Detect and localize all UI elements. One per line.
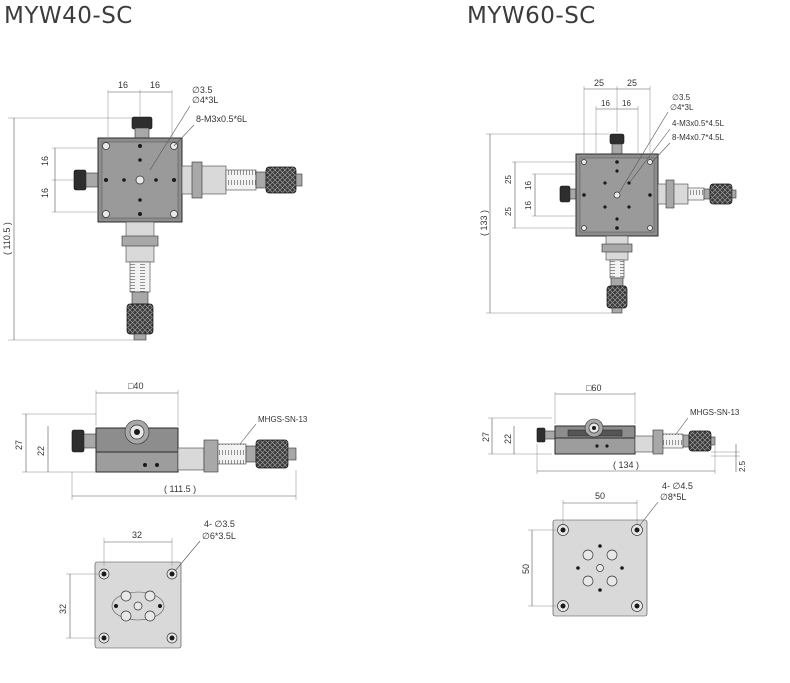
bottom-holes-1: 4- ∅3.5 [204,519,235,529]
hole-spec-2: ∅4*3L [192,95,218,105]
thread-spec: 8-M3x0.5*6L [196,114,247,124]
dim-22-r: 22 [503,434,513,444]
myw60-side-dimensions: □60 27 22 MHGS-SN-13 ( 134 ) 2.5 [481,383,747,474]
dim-height-r: ( 133 ) [479,210,489,236]
dim-27-r: 27 [481,432,491,442]
dim-16-d: 16 [622,99,631,108]
dim-25-a: 25 [594,78,604,88]
hole-spec-1-r: ∅3.5 [672,93,691,102]
dim-v25-b: 25 [504,207,513,216]
myw40-side-view [71,419,297,473]
hole-spec-2-r: ∅4*3L [670,103,694,112]
dim-length-r: ( 134 ) [613,460,639,470]
hole-spec-1: ∅3.5 [192,85,212,95]
myw60-bottom-dimensions: 50 4- ∅4.5 ∅8*5L 50 [521,481,693,607]
title-myw60: MYW60-SC [467,3,596,29]
thread-spec-2-r: 8-M4x0.7*4.5L [672,133,725,142]
bottom-holes-1-r: 4- ∅4.5 [662,481,693,491]
title-myw40: MYW40-SC [4,3,133,29]
dim-v16-b: 16 [40,188,50,198]
dim-w50: 50 [595,491,605,501]
dim-25-b: 25 [627,78,637,88]
dim-16-b: 16 [150,80,160,90]
dim-27: 27 [14,440,24,450]
myw40-bottom-dimensions: 32 4- ∅3.5 ∅6*3.5L 32 [58,519,236,639]
dim-w32: 32 [132,530,142,540]
dim-16-c: 16 [601,99,610,108]
myw40-side-dimensions: □40 27 22 MHGS-SN-13 ( 111.5 ) [14,381,308,500]
dim-height: ( 110.5 ) [2,222,12,255]
myw40-top-view [73,116,303,341]
myw60-bottom-view [552,519,648,617]
dim-h50: 50 [521,564,531,574]
dim-v16-a: 16 [40,156,50,166]
micrometer-label-r: MHGS-SN-13 [690,408,740,417]
dim-square-60: □60 [586,383,601,393]
thread-spec-1-r: 4-M3x0.5*4.5L [672,119,725,128]
dim-v16-d: 16 [524,201,533,210]
micrometer-label: MHGS-SN-13 [258,415,308,424]
myw60-top-dimensions: 25 25 16 16 ∅3.5 ∅4*3L 4-M3x0.5*4.5L 8-M… [479,78,725,314]
dim-square-40: □40 [128,381,143,391]
dim-v25-a: 25 [504,175,513,184]
dim-length: ( 111.5 ) [164,484,196,494]
dim-h32: 32 [58,604,68,614]
dim-22: 22 [36,446,46,456]
myw60-side-view [536,418,716,455]
myw60-top-view [559,133,737,314]
dim-offset: 2.5 [738,460,747,472]
dim-v16-c: 16 [524,181,533,190]
myw40-bottom-view [94,561,182,649]
myw40-top-dimensions: 16 16 ∅3.5 ∅4*3L 8-M3x0.5*6L 16 16 ( 110… [2,80,247,341]
bottom-holes-2: ∅6*3.5L [202,531,236,541]
dim-16-a: 16 [118,80,128,90]
bottom-holes-2-r: ∅8*5L [660,492,686,502]
